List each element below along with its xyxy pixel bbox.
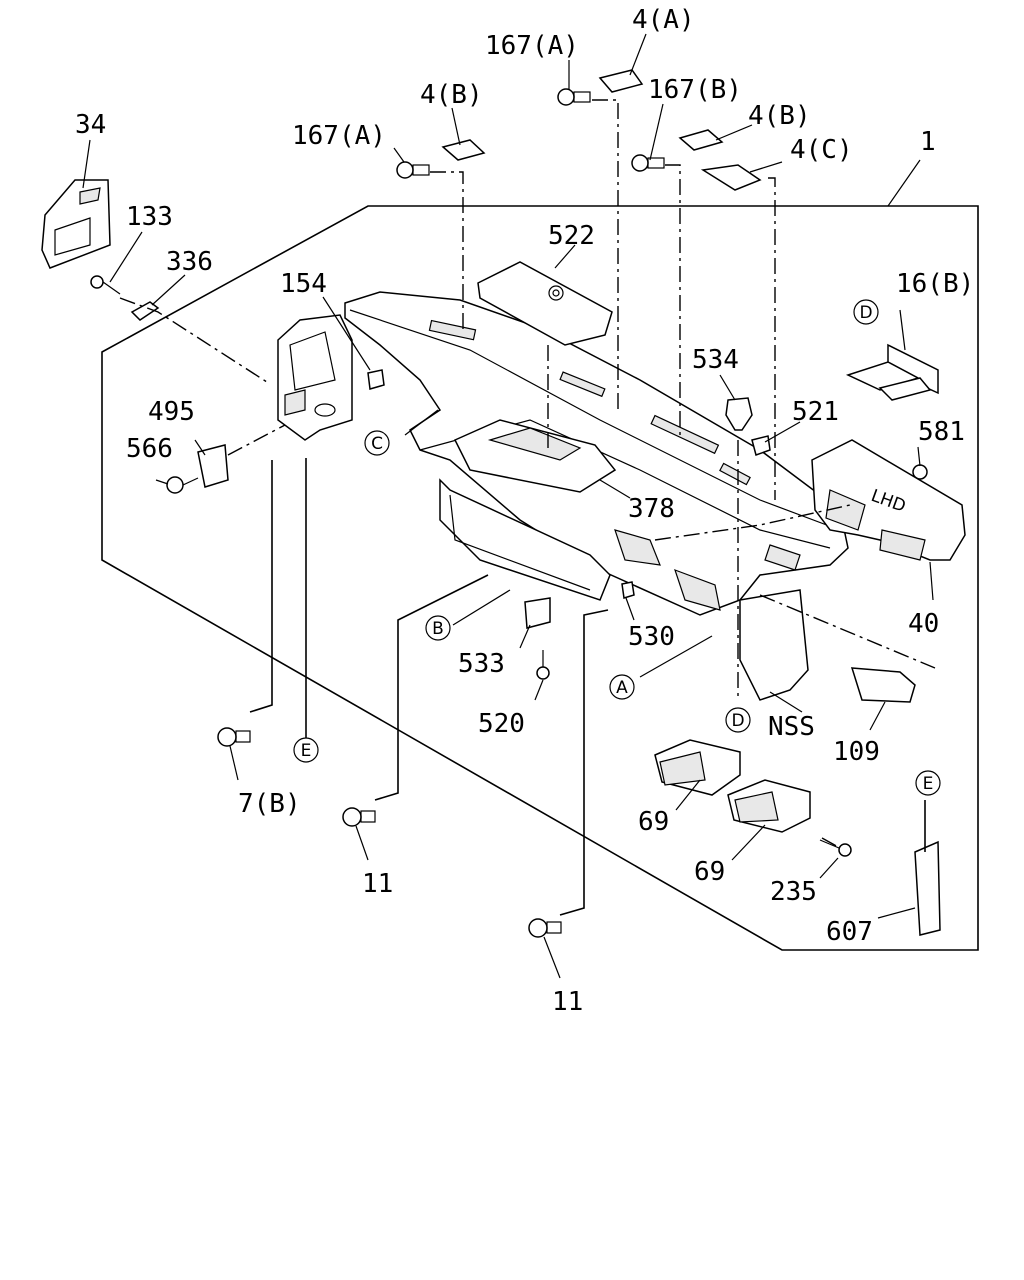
leader-1: [887, 159, 921, 207]
label-167b: 167(B): [648, 75, 742, 105]
part-520-screw: [536, 650, 550, 680]
part-607: [914, 840, 941, 936]
label-521: 521: [792, 397, 839, 427]
label-154: 154: [280, 269, 327, 299]
label-167a-top: 167(A): [485, 31, 579, 61]
label-520: 520: [478, 709, 525, 739]
part-69-vent-left: [654, 739, 741, 796]
part-566-screw: [166, 476, 199, 494]
callout-d-top: D: [853, 299, 879, 325]
assembly-boundary: [101, 205, 979, 951]
part-534-clip: [725, 397, 753, 431]
part-167a-left-bolt: [396, 161, 430, 179]
part-533-bracket: [524, 597, 551, 629]
part-4c: [700, 164, 762, 191]
part-16b-bracket: [845, 343, 939, 401]
part-336-washer: [130, 301, 160, 321]
label-4b-right: 4(B): [748, 101, 811, 131]
part-521-plug: [751, 435, 771, 456]
svg-text:B: B: [432, 619, 444, 639]
label-7b: 7(B): [238, 789, 301, 819]
part-11-left-bolt: [342, 807, 376, 827]
part-4b-left: [441, 139, 486, 161]
svg-text:C: C: [371, 434, 383, 454]
callout-e-right: E: [915, 770, 941, 796]
label-581: 581: [918, 417, 965, 447]
callout-b: B: [425, 615, 451, 641]
label-566: 566: [126, 434, 173, 464]
label-522: 522: [548, 221, 595, 251]
label-4c: 4(C): [790, 135, 853, 165]
instrument-panel: [344, 291, 849, 701]
label-133: 133: [126, 202, 173, 232]
part-4a: [598, 69, 644, 93]
label-495: 495: [148, 397, 195, 427]
label-4b-left: 4(B): [420, 80, 483, 110]
part-530-clip: [621, 581, 635, 599]
part-7b-bolt: [217, 727, 251, 747]
part-34: [41, 179, 111, 269]
part-495: [197, 444, 229, 488]
leader-lines: [82, 33, 934, 979]
part-522-lid: [477, 261, 613, 346]
part-167a-top-bolt: [557, 88, 591, 106]
label-533: 533: [458, 649, 505, 679]
svg-text:D: D: [859, 303, 872, 323]
label-69-left: 69: [638, 807, 669, 837]
part-154-clip: [367, 369, 385, 390]
label-11-bottom: 11: [552, 987, 583, 1017]
part-11-bottom-bolt: [528, 918, 562, 938]
label-40: 40: [908, 609, 939, 639]
callout-a: A: [609, 674, 635, 700]
label-4a: 4(A): [632, 5, 695, 35]
label-69-right: 69: [694, 857, 725, 887]
label-1: 1: [920, 127, 936, 157]
label-16b: 16(B): [896, 269, 974, 299]
callout-c: C: [364, 430, 390, 456]
label-11-left: 11: [362, 869, 393, 899]
part-167b-bolt: [631, 154, 665, 172]
callout-e-left: E: [293, 737, 319, 763]
part-235-screw: [819, 839, 852, 857]
svg-text:E: E: [923, 774, 934, 794]
installation-lines: [119, 99, 936, 916]
label-nss: NSS: [768, 712, 815, 742]
label-378: 378: [628, 494, 675, 524]
part-4b-right: [678, 129, 724, 151]
part-40-duct: LHD: [811, 439, 966, 561]
callouts: A B C D D E E: [293, 299, 941, 796]
part-69-vent-right: [727, 779, 811, 833]
callout-d-bottom: D: [725, 707, 751, 733]
defroster-vents: [428, 319, 751, 486]
part-labels: 1 4(A) 4(B) 4(B) 4(C) 7(B) 11 11 16(B) 3…: [75, 5, 974, 1017]
label-530: 530: [628, 622, 675, 652]
label-34: 34: [75, 110, 106, 140]
label-534: 534: [692, 345, 739, 375]
label-607: 607: [826, 917, 873, 947]
svg-text:A: A: [616, 678, 628, 698]
label-235: 235: [770, 877, 817, 907]
svg-text:E: E: [301, 741, 312, 761]
part-133-screw: [90, 275, 121, 295]
label-109: 109: [833, 737, 880, 767]
label-336: 336: [166, 247, 213, 277]
label-167a-left: 167(A): [292, 121, 386, 151]
left-side-bracket: [277, 314, 353, 441]
part-109: [850, 667, 916, 703]
svg-text:D: D: [731, 711, 744, 731]
